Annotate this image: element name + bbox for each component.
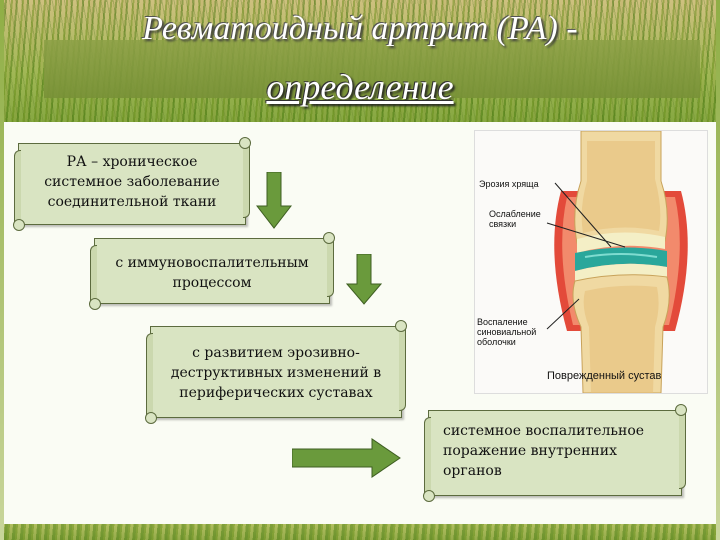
grass-background-bottom <box>0 524 720 540</box>
card-text: РА – хроническое системное заболевание с… <box>44 154 220 210</box>
title-band <box>44 40 700 98</box>
arrow-right-icon <box>292 438 401 478</box>
card-text: системное воспалительное поражение внутр… <box>443 423 645 479</box>
label-synovium: Воспаление синовиальной оболочки <box>477 317 537 347</box>
card-text: с иммуновоспалительным процессом <box>115 255 309 291</box>
scroll-card-systemic: системное воспалительное поражение внутр… <box>423 404 687 502</box>
scroll-card-immune: с иммуновоспалительным процессом <box>89 232 335 310</box>
figure-caption: Поврежденный сустав <box>547 370 662 382</box>
arrow-down-icon <box>256 172 292 229</box>
label-ligament: Ослабление связки <box>489 209 541 229</box>
slide-subtitle: определение <box>266 67 454 107</box>
joint-illustration: Эрозия хряща Ослабление связки Воспалени… <box>474 130 708 394</box>
joint-diagram-icon <box>546 130 688 394</box>
arrow-down-icon <box>346 254 382 305</box>
slide-title: Ревматоидный артрит (РА) - <box>142 10 578 47</box>
label-erosion: Эрозия хряща <box>479 179 539 189</box>
scroll-card-erosive: с развитием эрозивно-деструктивных измен… <box>145 320 407 424</box>
card-text: с развитием эрозивно-деструктивных измен… <box>170 345 382 401</box>
grass-border-right <box>716 0 720 540</box>
grass-border-left <box>0 0 4 540</box>
scroll-card-definition: РА – хроническое системное заболевание с… <box>13 137 251 231</box>
